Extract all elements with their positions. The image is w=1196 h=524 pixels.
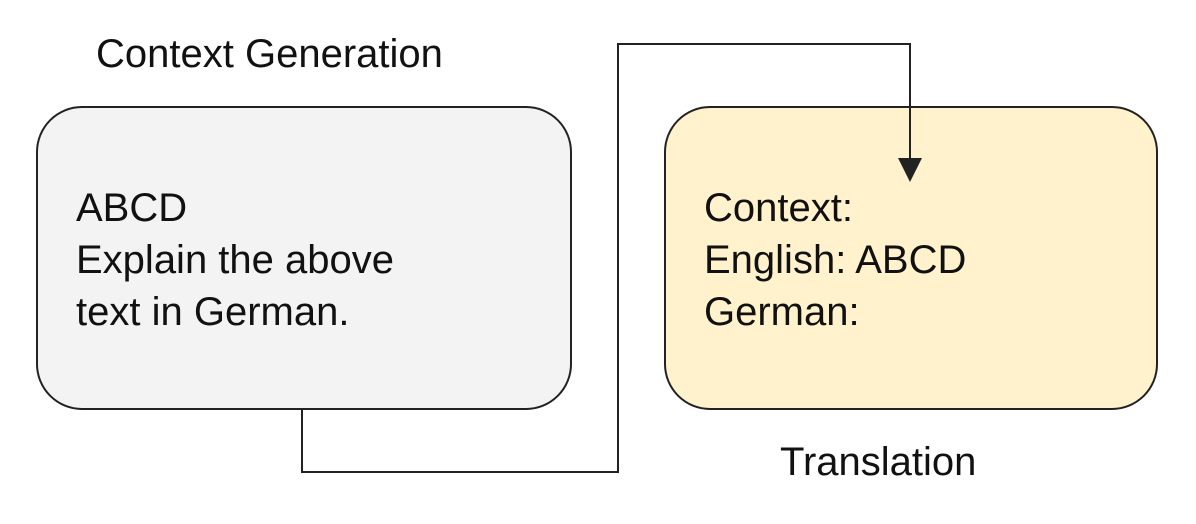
context-generation-line-3: text in German. bbox=[76, 290, 350, 334]
context-generation-box: ABCD Explain the above text in German. bbox=[36, 106, 572, 410]
translation-line-3: German: bbox=[704, 290, 860, 334]
context-generation-text: ABCD Explain the above text in German. bbox=[76, 182, 394, 338]
translation-line-2: English: ABCD bbox=[704, 238, 967, 282]
translation-line-1: Context: bbox=[704, 186, 853, 230]
context-generation-title: Context Generation bbox=[96, 32, 443, 76]
translation-title: Translation bbox=[780, 440, 977, 484]
translation-text: Context: English: ABCD German: bbox=[704, 182, 966, 338]
translation-box: Context: English: ABCD German: bbox=[664, 106, 1158, 410]
context-generation-line-2: Explain the above bbox=[76, 238, 395, 282]
context-generation-line-1: ABCD bbox=[76, 186, 188, 230]
